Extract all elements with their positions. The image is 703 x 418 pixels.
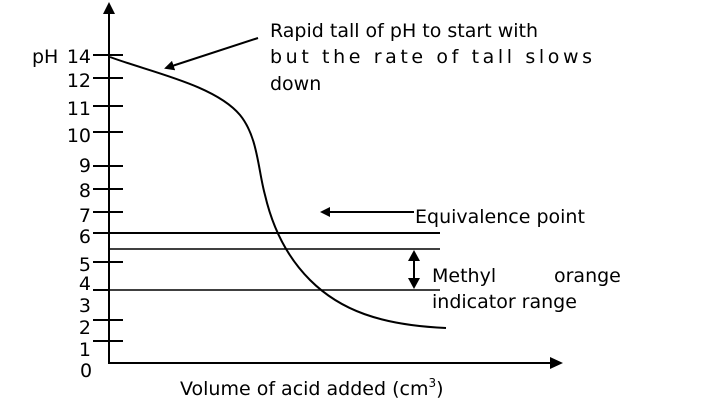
arrow-down-icon	[408, 278, 420, 289]
arrow-up-icon	[408, 250, 420, 261]
origin-label: 0	[80, 360, 92, 382]
equivalence-label: Equivalence point	[415, 206, 585, 228]
y-tick-label: 14	[67, 46, 91, 68]
y-tick-label: 10	[67, 125, 91, 147]
indicator-label-methyl: Methyl	[432, 265, 496, 287]
y-tick-label: 6	[79, 226, 91, 248]
y-tick-label: 8	[79, 180, 91, 202]
y-axis-arrow-icon	[103, 2, 115, 14]
y-tick-label: 1	[79, 339, 91, 361]
y-tick-label: 2	[79, 317, 91, 339]
rapid-fall-arrow	[164, 37, 259, 71]
y-tick-label: 5	[79, 254, 91, 276]
ph-curve	[109, 56, 447, 329]
y-tick-label: 3	[79, 295, 91, 317]
y-tick-label: 9	[79, 155, 91, 177]
y-tick-label: 11	[67, 98, 91, 120]
y-tick-label: 7	[79, 205, 91, 227]
indicator-label-range: indicator range	[432, 291, 577, 313]
y-tick-label: 4	[79, 273, 91, 295]
annotation-line-3: down	[270, 73, 321, 95]
y-axis-label: pH	[32, 46, 58, 68]
x-axis-label: Volume of acid added (cm3)	[180, 376, 444, 400]
indicator-label-orange: orange	[554, 265, 621, 287]
y-tick-label: 12	[67, 70, 91, 92]
annotation-line-2: but the rate of tall slows	[270, 46, 592, 68]
annotation-line-1: Rapid tall of pH to start with	[270, 20, 538, 42]
x-axis-arrow-icon	[550, 357, 563, 369]
